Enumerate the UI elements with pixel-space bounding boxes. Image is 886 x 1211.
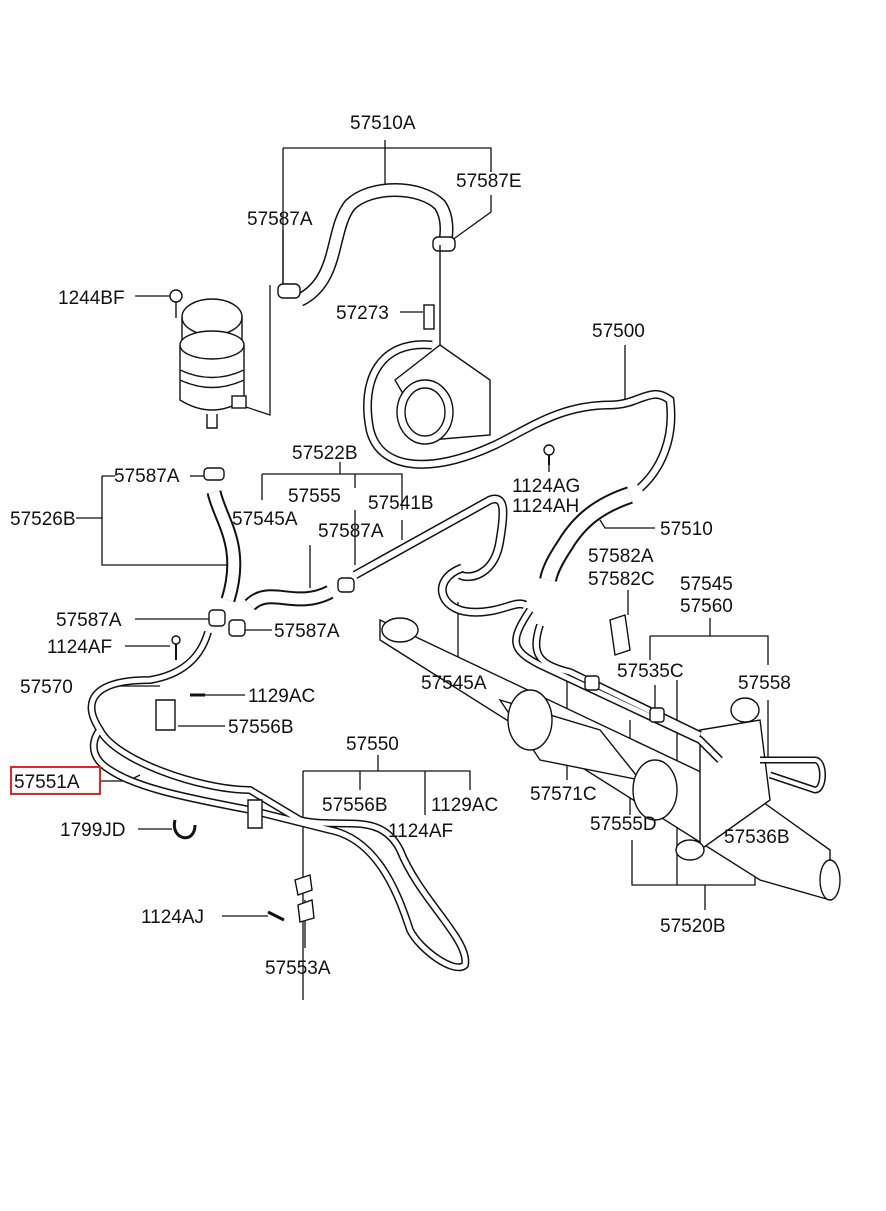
label-57582A: 57582A: [588, 546, 654, 567]
label-1124AG: 1124AG: [512, 476, 580, 497]
label-57571C: 57571C: [530, 784, 597, 805]
label-57587A-left: 57587A: [114, 466, 180, 487]
label-1129AC-low: 1129AC: [431, 795, 498, 816]
leader-lines: [76, 140, 769, 1000]
label-57536B: 57536B: [724, 827, 790, 848]
label-57570: 57570: [20, 677, 73, 698]
label-57587A-top: 57587A: [247, 209, 313, 230]
label-57522B: 57522B: [292, 443, 358, 464]
label-57550: 57550: [346, 734, 399, 755]
label-57520B: 57520B: [660, 916, 726, 937]
label-57545: 57545: [680, 574, 733, 595]
label-57556B-top: 57556B: [228, 717, 294, 738]
label-57273: 57273: [336, 303, 389, 324]
label-1244BF: 1244BF: [58, 288, 125, 309]
label-57510A: 57510A: [350, 113, 416, 134]
highlight-box-57551A: [10, 766, 101, 795]
label-1124AF-top: 1124AF: [47, 637, 112, 658]
pump: [394, 245, 491, 445]
steering-rack: [379, 617, 841, 901]
label-1124AJ: 1124AJ: [141, 907, 204, 928]
label-57553A: 57553A: [265, 958, 331, 979]
label-57555D: 57555D: [590, 814, 657, 835]
label-1799JD: 1799JD: [60, 820, 126, 841]
label-57545A-low: 57545A: [421, 673, 487, 694]
label-57510: 57510: [660, 519, 713, 540]
label-57500: 57500: [592, 321, 645, 342]
label-57535C: 57535C: [617, 661, 684, 682]
label-1124AF-low: 1124AF: [388, 821, 453, 842]
label-57555: 57555: [288, 486, 341, 507]
label-1124AH: 1124AH: [512, 496, 579, 517]
label-57560: 57560: [680, 596, 733, 617]
reservoir: [169, 289, 247, 429]
label-57541B: 57541B: [368, 493, 434, 514]
label-57526B: 57526B: [10, 509, 76, 530]
label-57587A-right: 57587A: [274, 621, 340, 642]
label-57587A-mid: 57587A: [318, 521, 384, 542]
label-57587A-low: 57587A: [56, 610, 122, 631]
label-57551A[interactable]: 57551A: [14, 772, 80, 793]
label-57545A-top: 57545A: [232, 509, 298, 530]
label-57556B-low: 57556B: [322, 795, 388, 816]
label-57558: 57558: [738, 673, 791, 694]
label-1129AC-top: 1129AC: [248, 686, 315, 707]
label-57587E: 57587E: [456, 171, 522, 192]
label-57582C: 57582C: [588, 569, 655, 590]
part-labels: 57510A 57587E 57587A 1244BF 57273 57500 …: [10, 113, 791, 979]
parts-drawing: [87, 183, 841, 972]
